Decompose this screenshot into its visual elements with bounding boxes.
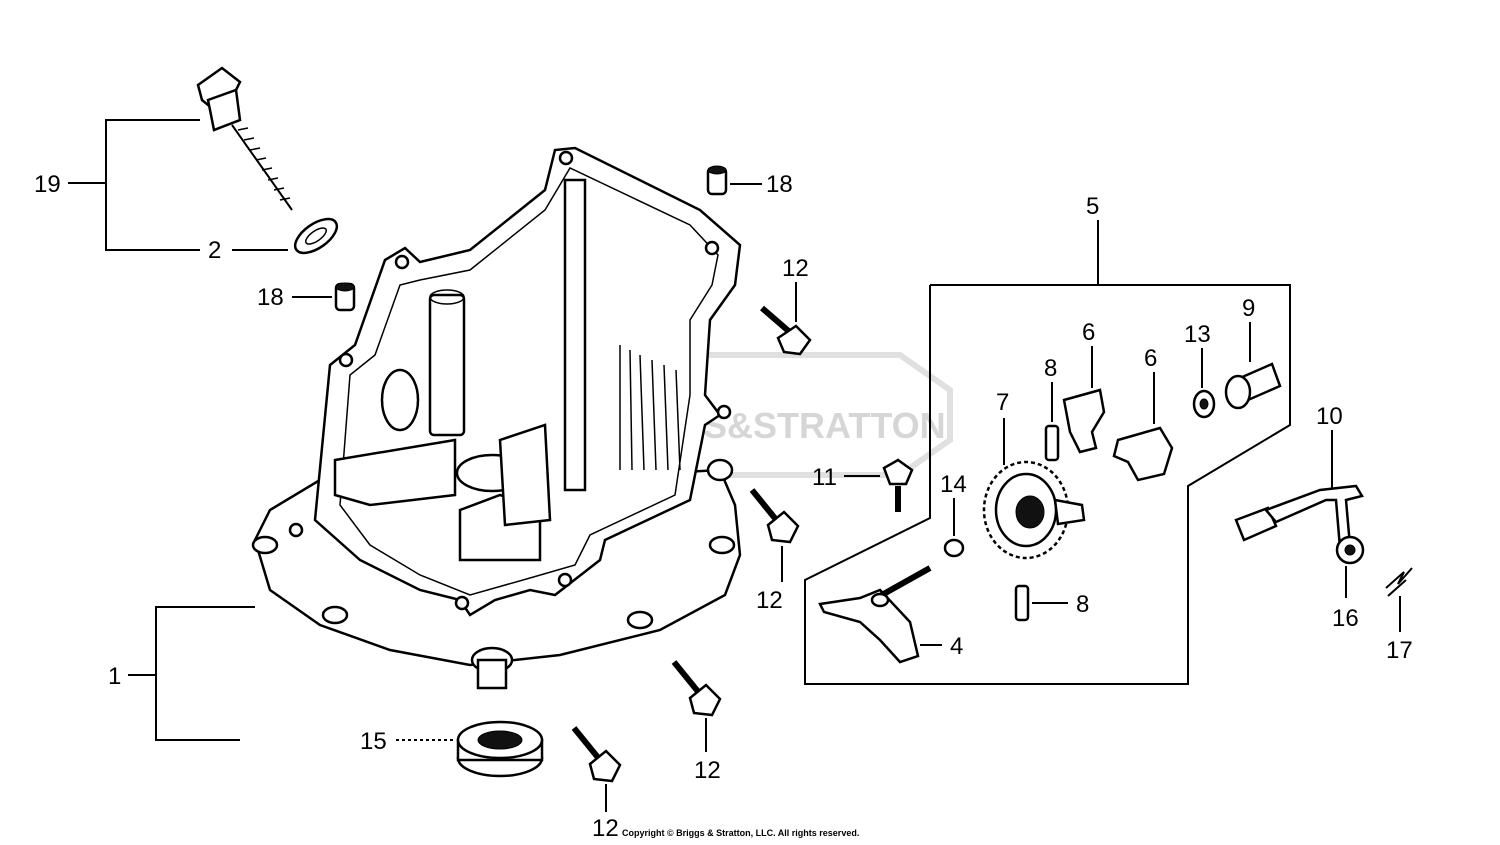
callout-5: 5 (1086, 193, 1099, 220)
governor-weight-part-b[interactable] (1112, 426, 1174, 482)
callout-19: 19 (34, 171, 61, 198)
callout-13: 13 (1184, 321, 1211, 348)
governor-sleeve-part[interactable] (1224, 362, 1282, 410)
crankcase-cover-part[interactable] (251, 146, 742, 690)
callout-10: 10 (1316, 403, 1343, 430)
callout-7: 7 (996, 389, 1009, 416)
copyright-text: Copyright © Briggs & Stratton, LLC. All … (622, 828, 859, 838)
callout-12-b: 12 (756, 587, 783, 614)
callout-12-d: 12 (592, 815, 619, 842)
washer-part-16[interactable] (1335, 535, 1365, 565)
dipstick-o-ring-part[interactable] (289, 212, 342, 259)
callout-6-a: 6 (1082, 319, 1095, 346)
oil-seal-part[interactable] (456, 720, 544, 778)
callout-15: 15 (360, 728, 387, 755)
governor-pin-part-upper[interactable] (1044, 424, 1060, 462)
dowel-pin-part-lower[interactable] (334, 282, 356, 312)
callout-9: 9 (1242, 295, 1255, 322)
callout-1: 1 (108, 663, 121, 690)
flange-bolt-part-b[interactable] (749, 488, 800, 544)
callout-18-lower: 18 (257, 284, 284, 311)
governor-shaft-part[interactable] (818, 565, 932, 664)
flange-bolt-part-c[interactable] (671, 660, 722, 717)
callout-19-leader (68, 119, 200, 251)
flange-bolt-part-11[interactable] (882, 458, 914, 512)
callout-11: 11 (812, 464, 837, 491)
dowel-pin-part-upper[interactable] (706, 165, 728, 196)
governor-gear-part[interactable] (982, 460, 1086, 560)
callout-17: 17 (1386, 637, 1413, 664)
flange-bolt-part-a[interactable] (760, 305, 812, 356)
callout-18-upper: 18 (766, 171, 793, 198)
washer-part-14[interactable] (943, 538, 965, 558)
callout-8-upper: 8 (1044, 355, 1057, 382)
governor-pin-part-lower[interactable] (1014, 584, 1030, 622)
governor-arm-part[interactable] (1234, 484, 1364, 550)
callout-2: 2 (208, 237, 221, 264)
callout-8-lower: 8 (1076, 591, 1089, 618)
spring-clip-part[interactable] (1385, 567, 1413, 597)
callout-5-leader (804, 284, 1291, 685)
callout-16: 16 (1332, 605, 1359, 632)
callout-12-a: 12 (782, 255, 809, 282)
callout-1-leader (128, 606, 455, 741)
callout-12-c: 12 (694, 757, 721, 784)
callout-14: 14 (940, 471, 967, 498)
dipstick-part[interactable] (196, 66, 293, 211)
flange-bolt-part-d[interactable] (571, 726, 622, 783)
callout-6-b: 6 (1144, 345, 1157, 372)
governor-weight-part-a[interactable] (1062, 388, 1106, 454)
callout-4: 4 (950, 633, 963, 660)
washer-part-13[interactable] (1192, 389, 1216, 419)
